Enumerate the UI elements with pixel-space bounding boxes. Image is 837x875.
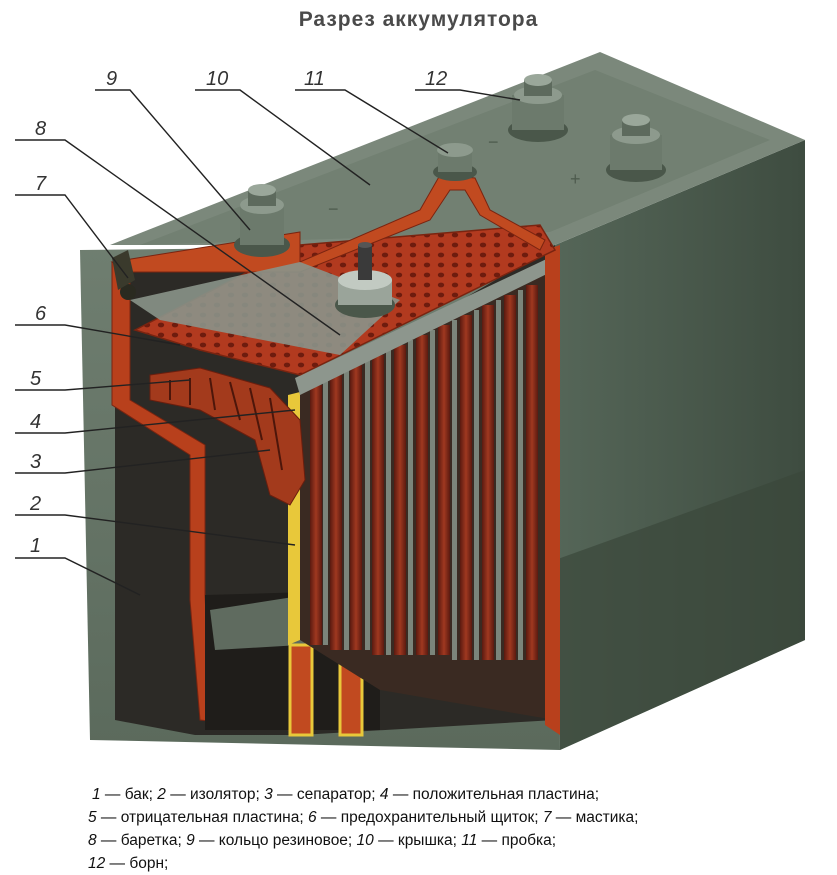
callout-7: 7 (35, 173, 47, 195)
legend-num: 11 (461, 832, 478, 849)
legend-num: 3 (264, 786, 273, 803)
legend-text: — баретка; (96, 832, 187, 849)
callout-8: 8 (35, 118, 46, 140)
legend-text: — изолятор; (165, 786, 265, 803)
legend-text: — предохранительный щиток; (316, 809, 543, 826)
filler-plug (433, 143, 477, 181)
legend-line-2: 5 — отрицательная пластина; 6 — предохра… (88, 809, 638, 827)
legend-text: — отрицательная пластина; (96, 809, 308, 826)
legend-num: 1 (92, 786, 101, 803)
case-wall-cut-right (545, 245, 560, 735)
leader-1 (15, 557, 141, 596)
leader-lines (15, 89, 521, 596)
legend-text: — борн; (105, 855, 169, 872)
legend-text: — положительная пластина; (388, 786, 600, 803)
legend-num: 10 (356, 832, 374, 849)
plate-lugs (149, 367, 306, 506)
minus-mark-back: − (488, 132, 499, 152)
callout-6: 6 (35, 303, 47, 325)
callout-10: 10 (206, 68, 228, 90)
legend-num: 6 (307, 809, 317, 826)
callout-5: 5 (30, 368, 42, 390)
diagram-title: Разрез аккумулятора (298, 8, 539, 31)
separators (323, 290, 523, 660)
legend-num: 9 (186, 832, 195, 849)
callout-9: 9 (106, 68, 117, 90)
minus-mark: − (328, 199, 339, 219)
case-side-lower-shadow (555, 470, 805, 750)
legend-text: — бак; (100, 786, 158, 803)
leader-5 (15, 379, 191, 391)
terminal-back-left (508, 74, 568, 142)
terminal-front-left (234, 184, 290, 257)
leader-9 (95, 89, 251, 231)
leader-10 (195, 89, 371, 186)
mastic-strip (112, 250, 135, 290)
callout-3: 3 (30, 451, 41, 473)
battery-cutaway-diagram: − − + 1 2 3 4 5 6 7 8 9 10 11 12 (15, 52, 805, 750)
plus-mark: + (570, 169, 581, 189)
leader-4 (15, 409, 296, 434)
mastic-blob (120, 284, 136, 300)
legend-num: 12 (88, 855, 106, 872)
callout-11: 11 (304, 68, 325, 90)
terminal-back-right (606, 114, 666, 182)
leader-2 (15, 514, 296, 546)
legend-line-4: 12 — борн; (88, 855, 168, 873)
callout-12: 12 (425, 68, 447, 90)
legend-line-3: 8 — баретка; 9 — кольцо резиновое; 10 — … (88, 832, 556, 850)
leader-8 (15, 139, 341, 336)
callout-1: 1 (30, 535, 41, 557)
leader-6 (15, 324, 181, 346)
leader-3 (15, 449, 271, 474)
leader-12 (415, 89, 521, 101)
callout-2: 2 (29, 493, 41, 515)
terminal-front-center (335, 242, 395, 318)
legend-text: — кольцо резиновое; (194, 832, 357, 849)
legend-line-1: 1 — бак; 2 — изолятор; 3 — сепаратор; 4 … (92, 786, 599, 804)
legend-text: — крышка; (373, 832, 462, 849)
bar-strap (130, 262, 400, 355)
legend-text: — сепаратор; (272, 786, 380, 803)
legend-num: 7 (542, 809, 552, 826)
legend-text: — пробка; (477, 832, 557, 849)
plate-block-top-band (295, 255, 555, 395)
leader-7 (15, 194, 129, 279)
legend-num: 8 (88, 832, 97, 849)
legend-text: — мастика; (551, 809, 639, 826)
callout-4: 4 (30, 411, 41, 433)
leader-11 (295, 89, 449, 154)
legend-num: 4 (379, 786, 389, 803)
plate-stack (310, 285, 538, 660)
bottom-support-1 (288, 643, 314, 737)
legend-num: 5 (88, 809, 97, 826)
legend-num: 2 (157, 786, 166, 803)
